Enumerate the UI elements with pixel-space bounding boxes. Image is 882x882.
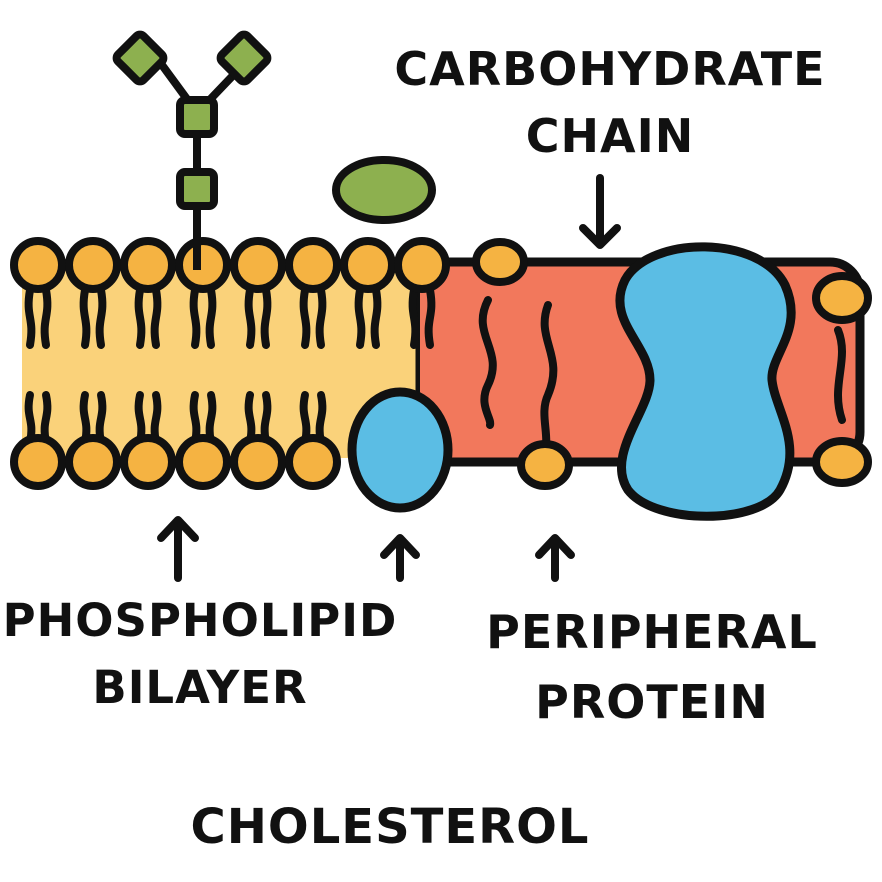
lipid-head xyxy=(340,237,396,293)
peripheral-protein-label-line1: PERIPHERAL xyxy=(486,605,818,659)
lipid-head xyxy=(517,440,573,490)
lipid-tail xyxy=(24,286,36,349)
lipid-tail xyxy=(315,286,327,349)
phospholipid-bilayer-label-line1: PHOSPHOLIPID xyxy=(3,594,398,647)
lipid-tail xyxy=(370,286,382,349)
lipid-tail xyxy=(260,286,272,349)
lipid-tail xyxy=(150,286,162,349)
integral-protein xyxy=(615,242,796,521)
sugar-unit xyxy=(216,30,272,86)
lipid-tail xyxy=(408,286,420,349)
carbohydrate-chain xyxy=(112,30,272,270)
lipid-tail xyxy=(299,286,311,349)
arrow-up-icon xyxy=(380,534,420,582)
arrow-down-icon xyxy=(579,174,621,249)
surface-molecule xyxy=(332,156,436,224)
lipid-head xyxy=(472,238,528,286)
lipid-tail xyxy=(79,286,91,349)
phospholipid-bilayer-label-line2: BILAYER xyxy=(92,661,307,714)
lipid-head xyxy=(120,237,176,293)
arrow-up-icon xyxy=(535,534,575,582)
lipid-head xyxy=(175,434,231,490)
lipid-tail xyxy=(424,286,436,349)
sugar-unit xyxy=(176,96,218,138)
lipid-head xyxy=(65,434,121,490)
label-arrows xyxy=(157,174,621,582)
lipid-head xyxy=(120,434,176,490)
arrow-up-icon xyxy=(157,516,199,582)
lipid-head xyxy=(65,237,121,293)
lipid-head xyxy=(230,434,286,490)
lipid-tail xyxy=(40,286,52,349)
lipid-head xyxy=(10,434,66,490)
lipid-tail xyxy=(354,286,366,349)
lipid-head xyxy=(285,237,341,293)
cholesterol-label: CHOLESTEROL xyxy=(190,799,589,855)
lipid-head xyxy=(10,237,66,293)
peripheral-protein-label-line2: PROTEIN xyxy=(535,675,769,729)
lipid-heads xyxy=(10,237,450,490)
lipid-tail xyxy=(134,286,146,349)
lipid-tail xyxy=(189,286,201,349)
carbohydrate-chain-label-line2: CHAIN xyxy=(526,109,694,163)
carbohydrate-chain-label-line1: CARBOHYDRATE xyxy=(394,42,825,96)
lipid-head xyxy=(230,237,286,293)
lipid-head xyxy=(175,237,231,293)
sugar-unit xyxy=(176,168,218,210)
lipid-head xyxy=(285,434,341,490)
lipid-tail xyxy=(95,286,107,349)
lipid-tail xyxy=(244,286,256,349)
lipid-tail xyxy=(205,286,217,349)
sugar-unit xyxy=(112,30,168,86)
peripheral-protein xyxy=(347,387,453,513)
lipid-head xyxy=(812,437,872,487)
lipid-head xyxy=(394,237,450,293)
protein-region-squiggles xyxy=(478,296,846,452)
lipid-head xyxy=(812,272,872,324)
